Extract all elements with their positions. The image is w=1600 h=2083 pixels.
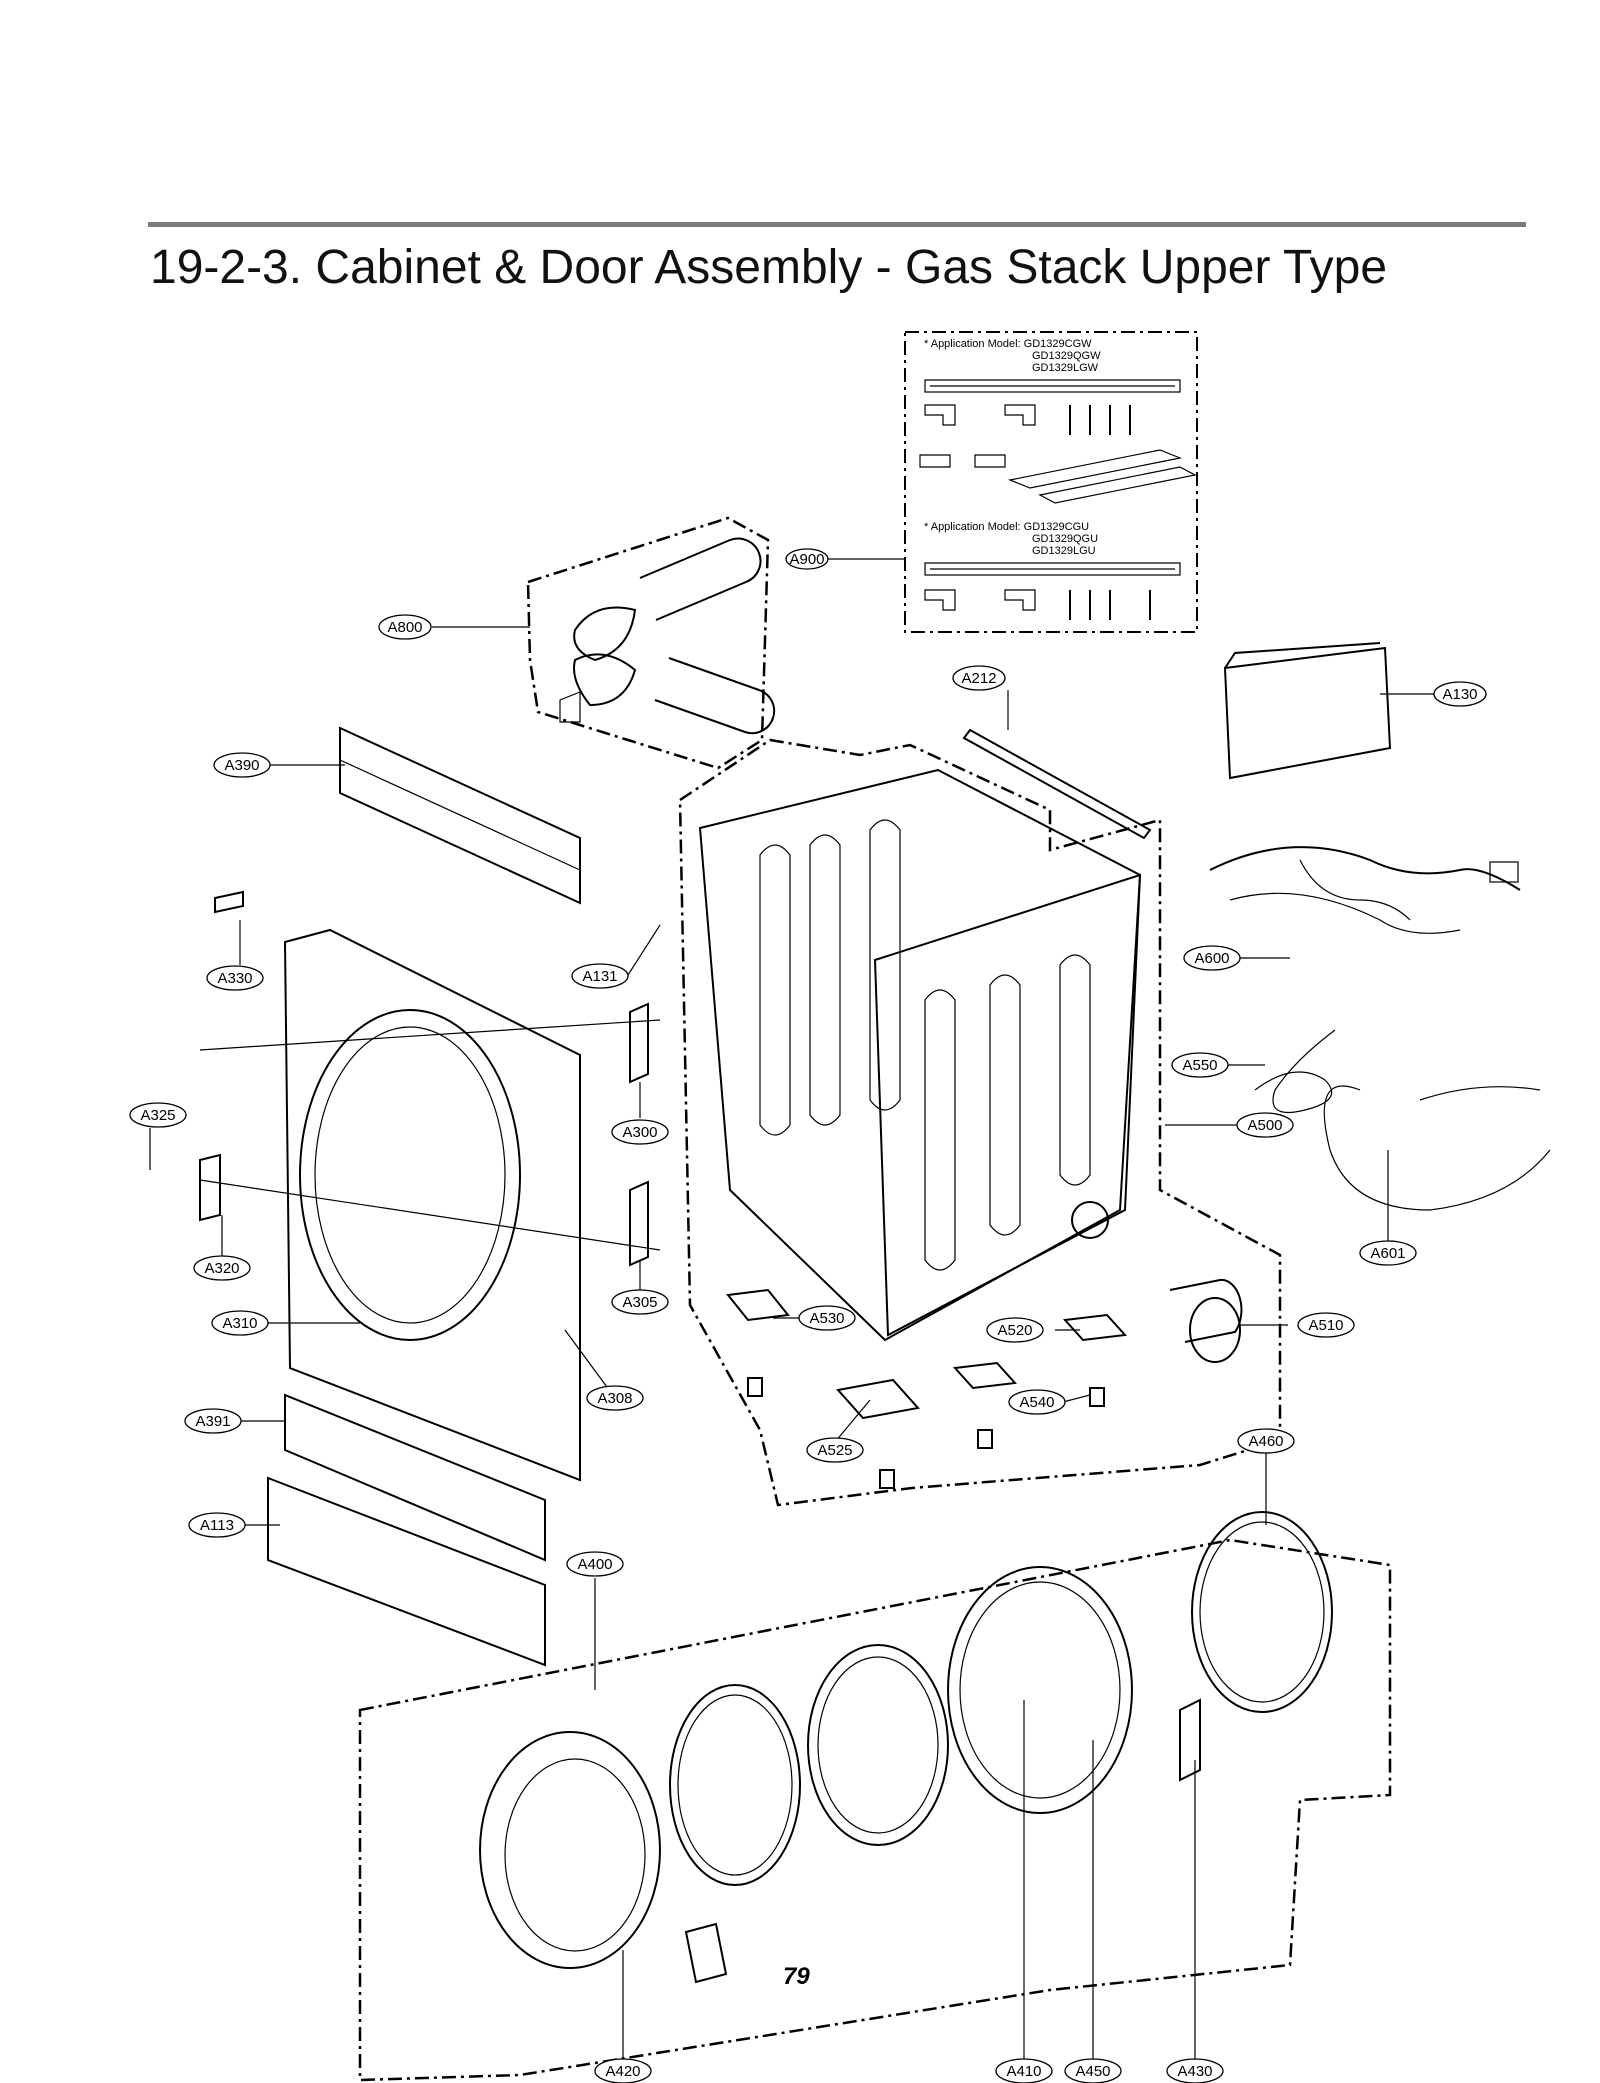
svg-text:A460: A460 — [1248, 1433, 1283, 1450]
svg-text:A510: A510 — [1308, 1317, 1343, 1334]
gas-duct-kit — [526, 516, 776, 770]
svg-text:A308: A308 — [597, 1390, 632, 1407]
part-label-A400: A400 — [566, 1551, 624, 1577]
sub-harness — [1323, 1085, 1551, 1211]
part-label-A420: A420 — [594, 2058, 652, 2083]
part-label-A900: A900 — [785, 548, 829, 570]
part-label-A430: A430 — [1166, 2058, 1224, 2083]
svg-text:A900: A900 — [789, 551, 824, 568]
app-model-heading-2: * Application Model: GD1329CGU — [924, 521, 1089, 533]
part-label-A450: A450 — [1064, 2058, 1122, 2083]
part-label-A540: A540 — [1008, 1389, 1066, 1415]
svg-text:A300: A300 — [622, 1124, 657, 1141]
svg-text:A550: A550 — [1182, 1057, 1217, 1074]
part-label-A330: A330 — [206, 965, 264, 991]
part-label-A300: A300 — [611, 1119, 669, 1145]
control-box-cover — [1223, 642, 1392, 780]
part-label-A510: A510 — [1297, 1312, 1355, 1338]
part-label-A131: A131 — [571, 963, 629, 989]
svg-text:A390: A390 — [224, 757, 259, 774]
stack-kit-rail-1 — [924, 379, 1181, 393]
app-model-heading-1: * Application Model: GD1329CGW — [924, 338, 1092, 350]
page-number: 79 — [783, 1963, 810, 1990]
page-title: 19-2-3. Cabinet & Door Assembly - Gas St… — [150, 241, 1388, 294]
app-model-2-line-3: GD1329LGU — [1032, 545, 1096, 557]
svg-text:A305: A305 — [622, 1294, 657, 1311]
svg-text:A400: A400 — [577, 1556, 612, 1573]
svg-text:A212: A212 — [961, 670, 996, 687]
app-model-1-line-3: GD1329LGW — [1032, 362, 1099, 374]
svg-text:A130: A130 — [1442, 686, 1477, 703]
door-hinge-lower — [629, 1180, 649, 1267]
power-cord — [1254, 1029, 1336, 1114]
svg-text:A500: A500 — [1247, 1117, 1282, 1134]
kick-plate — [267, 1476, 546, 1667]
part-label-A520: A520 — [986, 1317, 1044, 1343]
part-label-A390: A390 — [213, 752, 271, 778]
door-hinge-upper — [629, 1002, 649, 1084]
part-label-A410: A410 — [995, 2058, 1053, 2083]
part-label-A460: A460 — [1237, 1428, 1295, 1454]
part-label-A550: A550 — [1171, 1052, 1229, 1078]
svg-text:A310: A310 — [222, 1315, 257, 1332]
part-label-A500: A500 — [1236, 1112, 1294, 1138]
part-label-A308: A308 — [586, 1385, 644, 1411]
svg-text:A430: A430 — [1177, 2063, 1212, 2080]
main-cabinet — [678, 738, 1282, 1507]
part-label-A530: A530 — [798, 1305, 856, 1331]
svg-text:A450: A450 — [1075, 2063, 1110, 2080]
svg-text:A131: A131 — [582, 968, 617, 985]
part-label-A130: A130 — [1433, 681, 1487, 707]
svg-text:A800: A800 — [387, 619, 422, 636]
part-label-A601: A601 — [1359, 1240, 1417, 1266]
svg-text:A600: A600 — [1194, 950, 1229, 967]
door-assembly — [358, 1511, 1392, 2082]
part-label-A800: A800 — [378, 614, 432, 640]
front-panel — [199, 928, 661, 1482]
svg-text:A520: A520 — [997, 1322, 1032, 1339]
svg-text:A325: A325 — [140, 1107, 175, 1124]
part-label-A305: A305 — [611, 1289, 669, 1315]
svg-text:A420: A420 — [605, 2063, 640, 2080]
screws-group-1 — [1069, 405, 1131, 435]
svg-text:A113: A113 — [200, 1517, 234, 1534]
exhaust-duct — [1169, 1278, 1243, 1363]
svg-text:A601: A601 — [1370, 1245, 1405, 1262]
part-label-A320: A320 — [193, 1255, 251, 1281]
cabinet-top-plate — [962, 728, 1152, 840]
svg-text:A391: A391 — [195, 1413, 230, 1430]
part-label-A525: A525 — [806, 1437, 864, 1463]
stack-kit-brackets-2 — [924, 589, 1151, 620]
part-label-A310: A310 — [211, 1310, 269, 1336]
svg-text:A525: A525 — [817, 1442, 852, 1459]
stack-kit-rail-2 — [924, 562, 1181, 576]
part-label-A391: A391 — [184, 1408, 242, 1434]
door-sensor-bracket — [214, 890, 244, 914]
stack-kit-brackets-1 — [919, 404, 1197, 504]
cabinet-feet — [726, 1288, 1128, 1489]
svg-text:A540: A540 — [1019, 1394, 1054, 1411]
wire-harness — [1209, 846, 1521, 934]
application-model-inset: * Application Model: GD1329CGW GD1329QGW… — [904, 331, 1198, 633]
svg-text:A530: A530 — [809, 1310, 844, 1327]
app-model-1-line-2: GD1329QGW — [1032, 350, 1101, 362]
svg-text:A320: A320 — [204, 1260, 239, 1277]
svg-text:A410: A410 — [1006, 2063, 1041, 2080]
latch-bracket — [199, 1153, 221, 1222]
svg-text:A330: A330 — [217, 970, 252, 987]
control-panel-bracket — [339, 726, 581, 905]
leader-lines — [149, 558, 1438, 2083]
lower-bracket — [284, 1393, 546, 1562]
part-label-A325: A325 — [129, 1102, 187, 1128]
part-label-A600: A600 — [1183, 945, 1241, 971]
app-model-2-line-2: GD1329QGU — [1032, 533, 1098, 545]
part-label-A212: A212 — [952, 665, 1006, 691]
title-rule — [148, 222, 1526, 227]
part-label-A113: A113 — [188, 1512, 246, 1538]
